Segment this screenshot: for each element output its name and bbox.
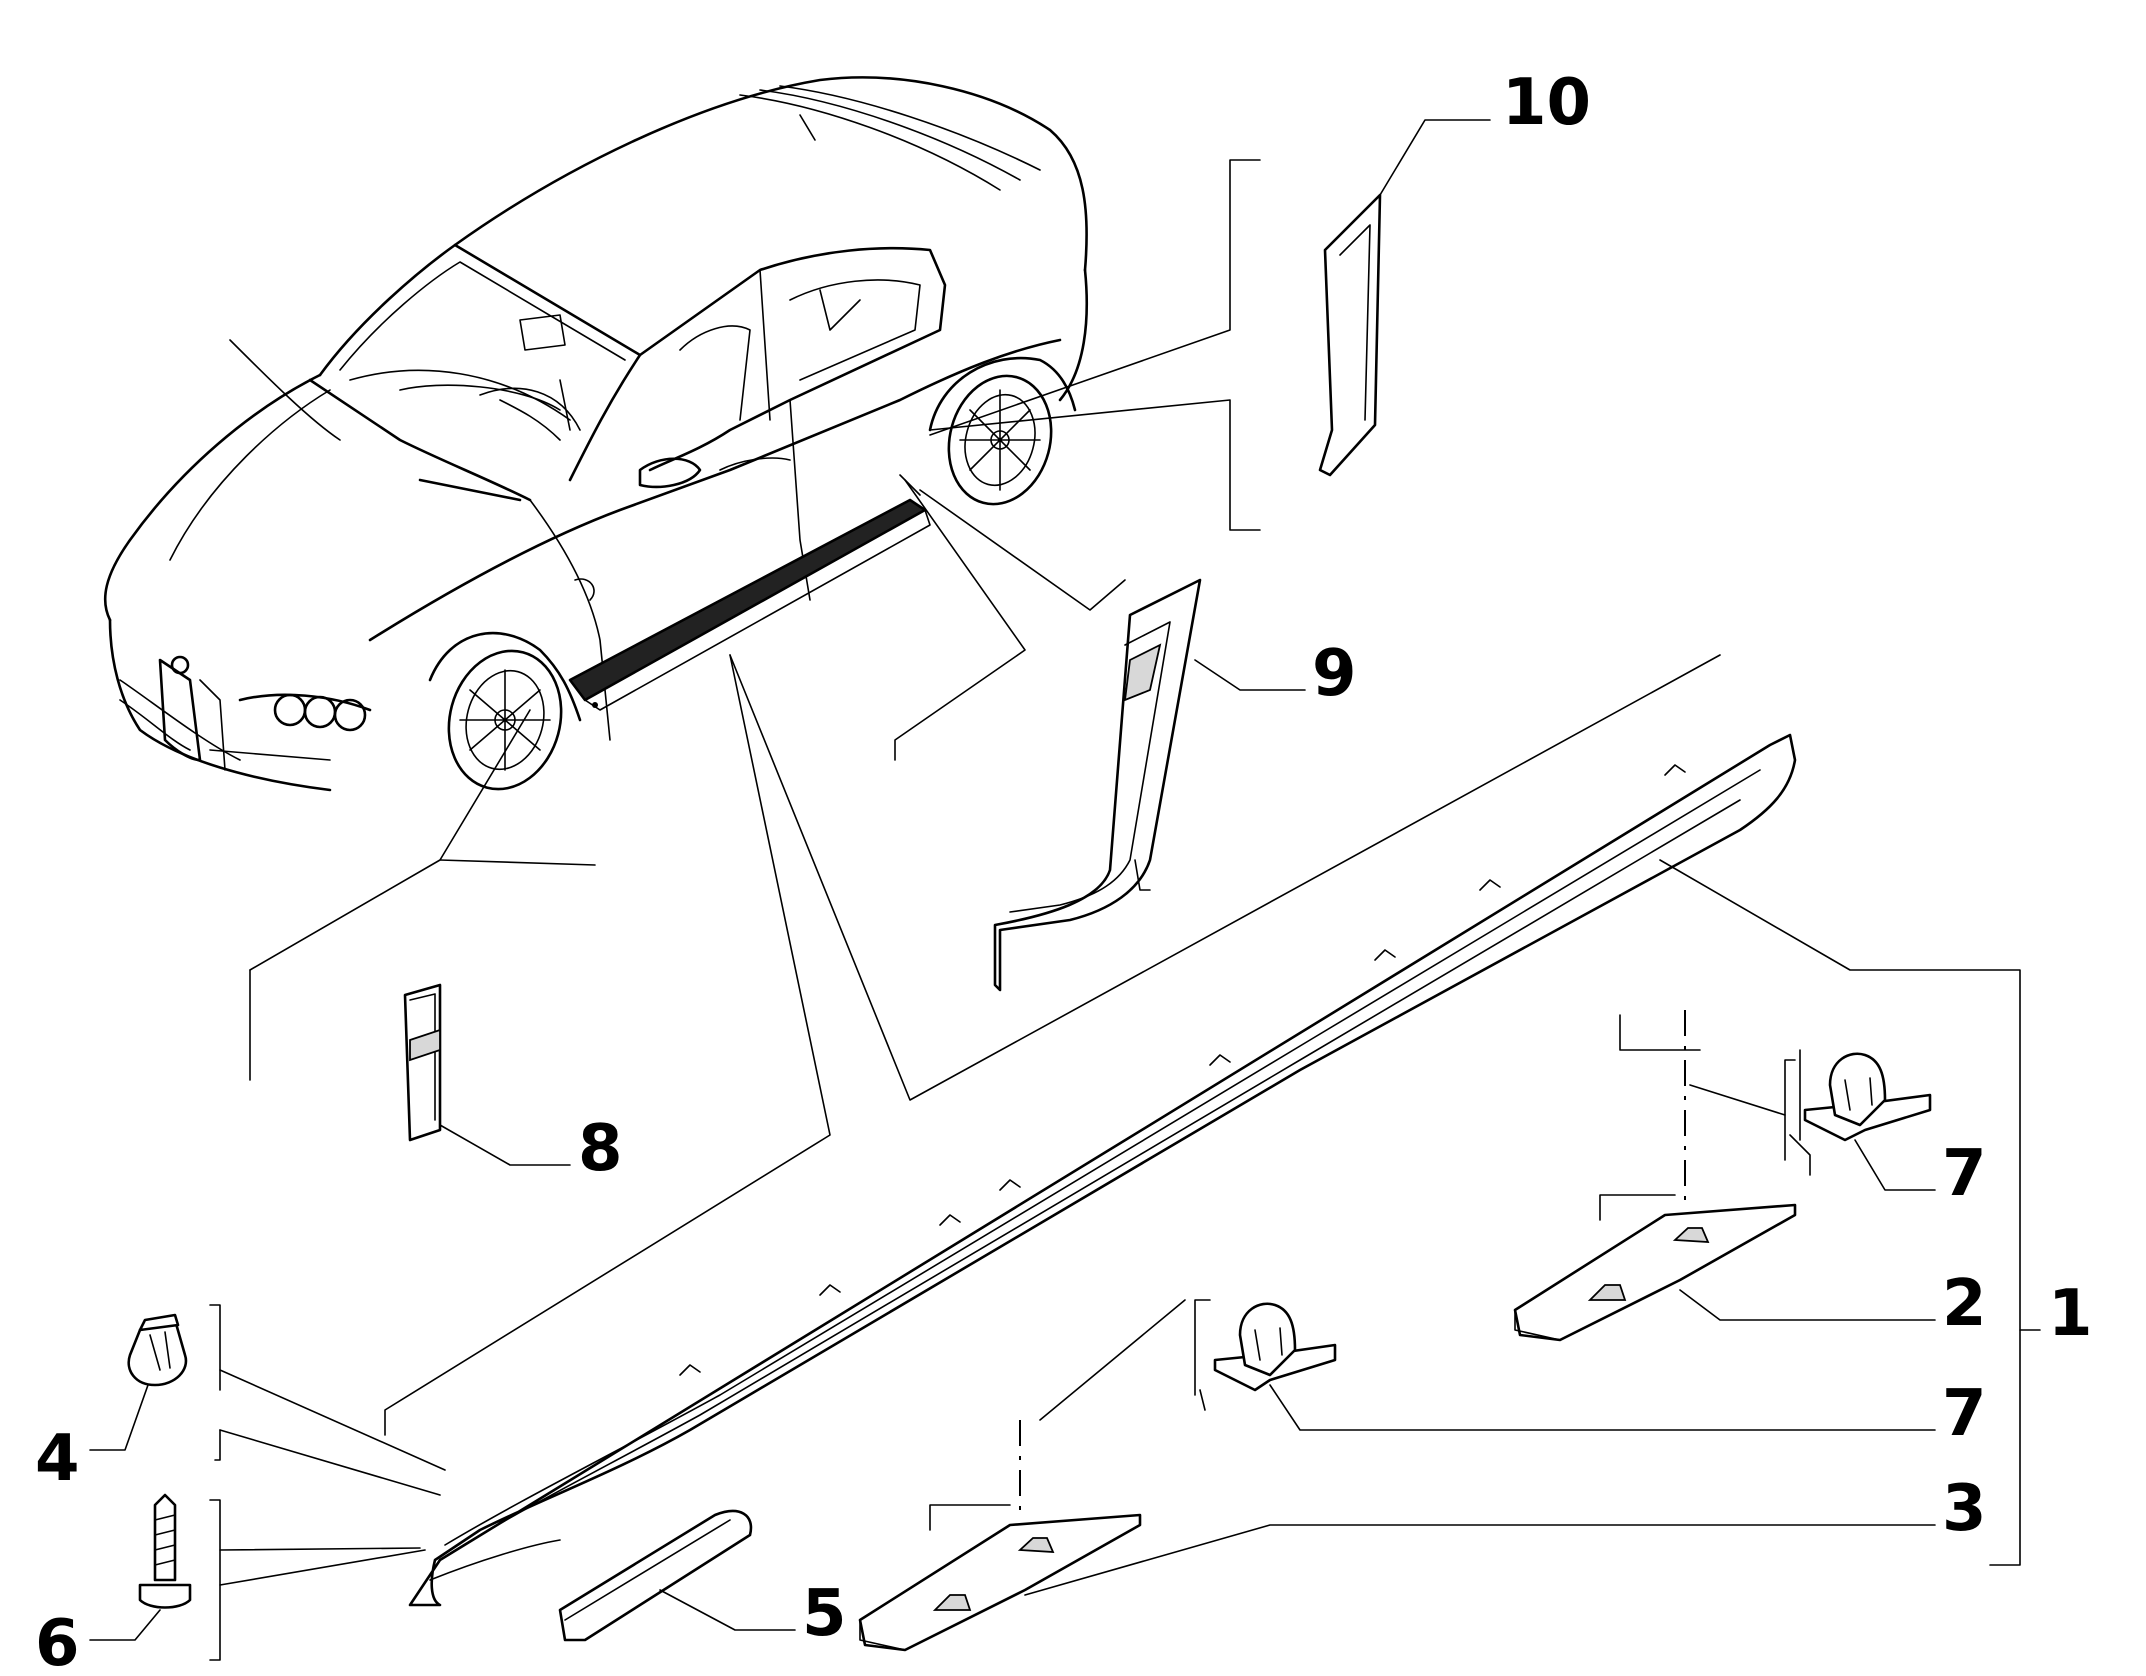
part-8-trim: 8 xyxy=(403,983,623,1186)
leader-lines xyxy=(249,159,1721,1436)
callout-7-lower: 7 xyxy=(1942,1377,1987,1451)
callout-3: 3 xyxy=(1942,1472,1987,1546)
callout-9: 9 xyxy=(1312,637,1357,711)
callout-8: 8 xyxy=(578,1112,623,1186)
part-6-screw: 6 xyxy=(35,1493,426,1676)
part-2-bracket: 2 xyxy=(1513,1010,1987,1342)
callout-4: 4 xyxy=(35,1422,80,1496)
callout-2: 2 xyxy=(1942,1267,1987,1341)
callout-10: 10 xyxy=(1502,66,1591,140)
part-3-bracket: 3 xyxy=(858,1420,1987,1652)
callout-6: 6 xyxy=(35,1607,80,1676)
part-1-side-sill: 1 xyxy=(408,733,2093,1607)
part-7-clip-upper: 7 xyxy=(1689,1049,1987,1211)
callout-7-upper: 7 xyxy=(1942,1137,1987,1211)
car-illustration xyxy=(103,76,1089,792)
part-5-trim-strip: 5 xyxy=(558,1509,847,1651)
part-9-pillar-trim: 9 xyxy=(993,578,1357,992)
part-10-trim: 10 xyxy=(1318,66,1591,477)
callout-1: 1 xyxy=(2048,1277,2093,1351)
callout-5: 5 xyxy=(802,1577,847,1651)
part-4-push-clip: 4 xyxy=(35,1304,446,1496)
part-7-clip-lower: 7 xyxy=(1039,1299,1987,1451)
